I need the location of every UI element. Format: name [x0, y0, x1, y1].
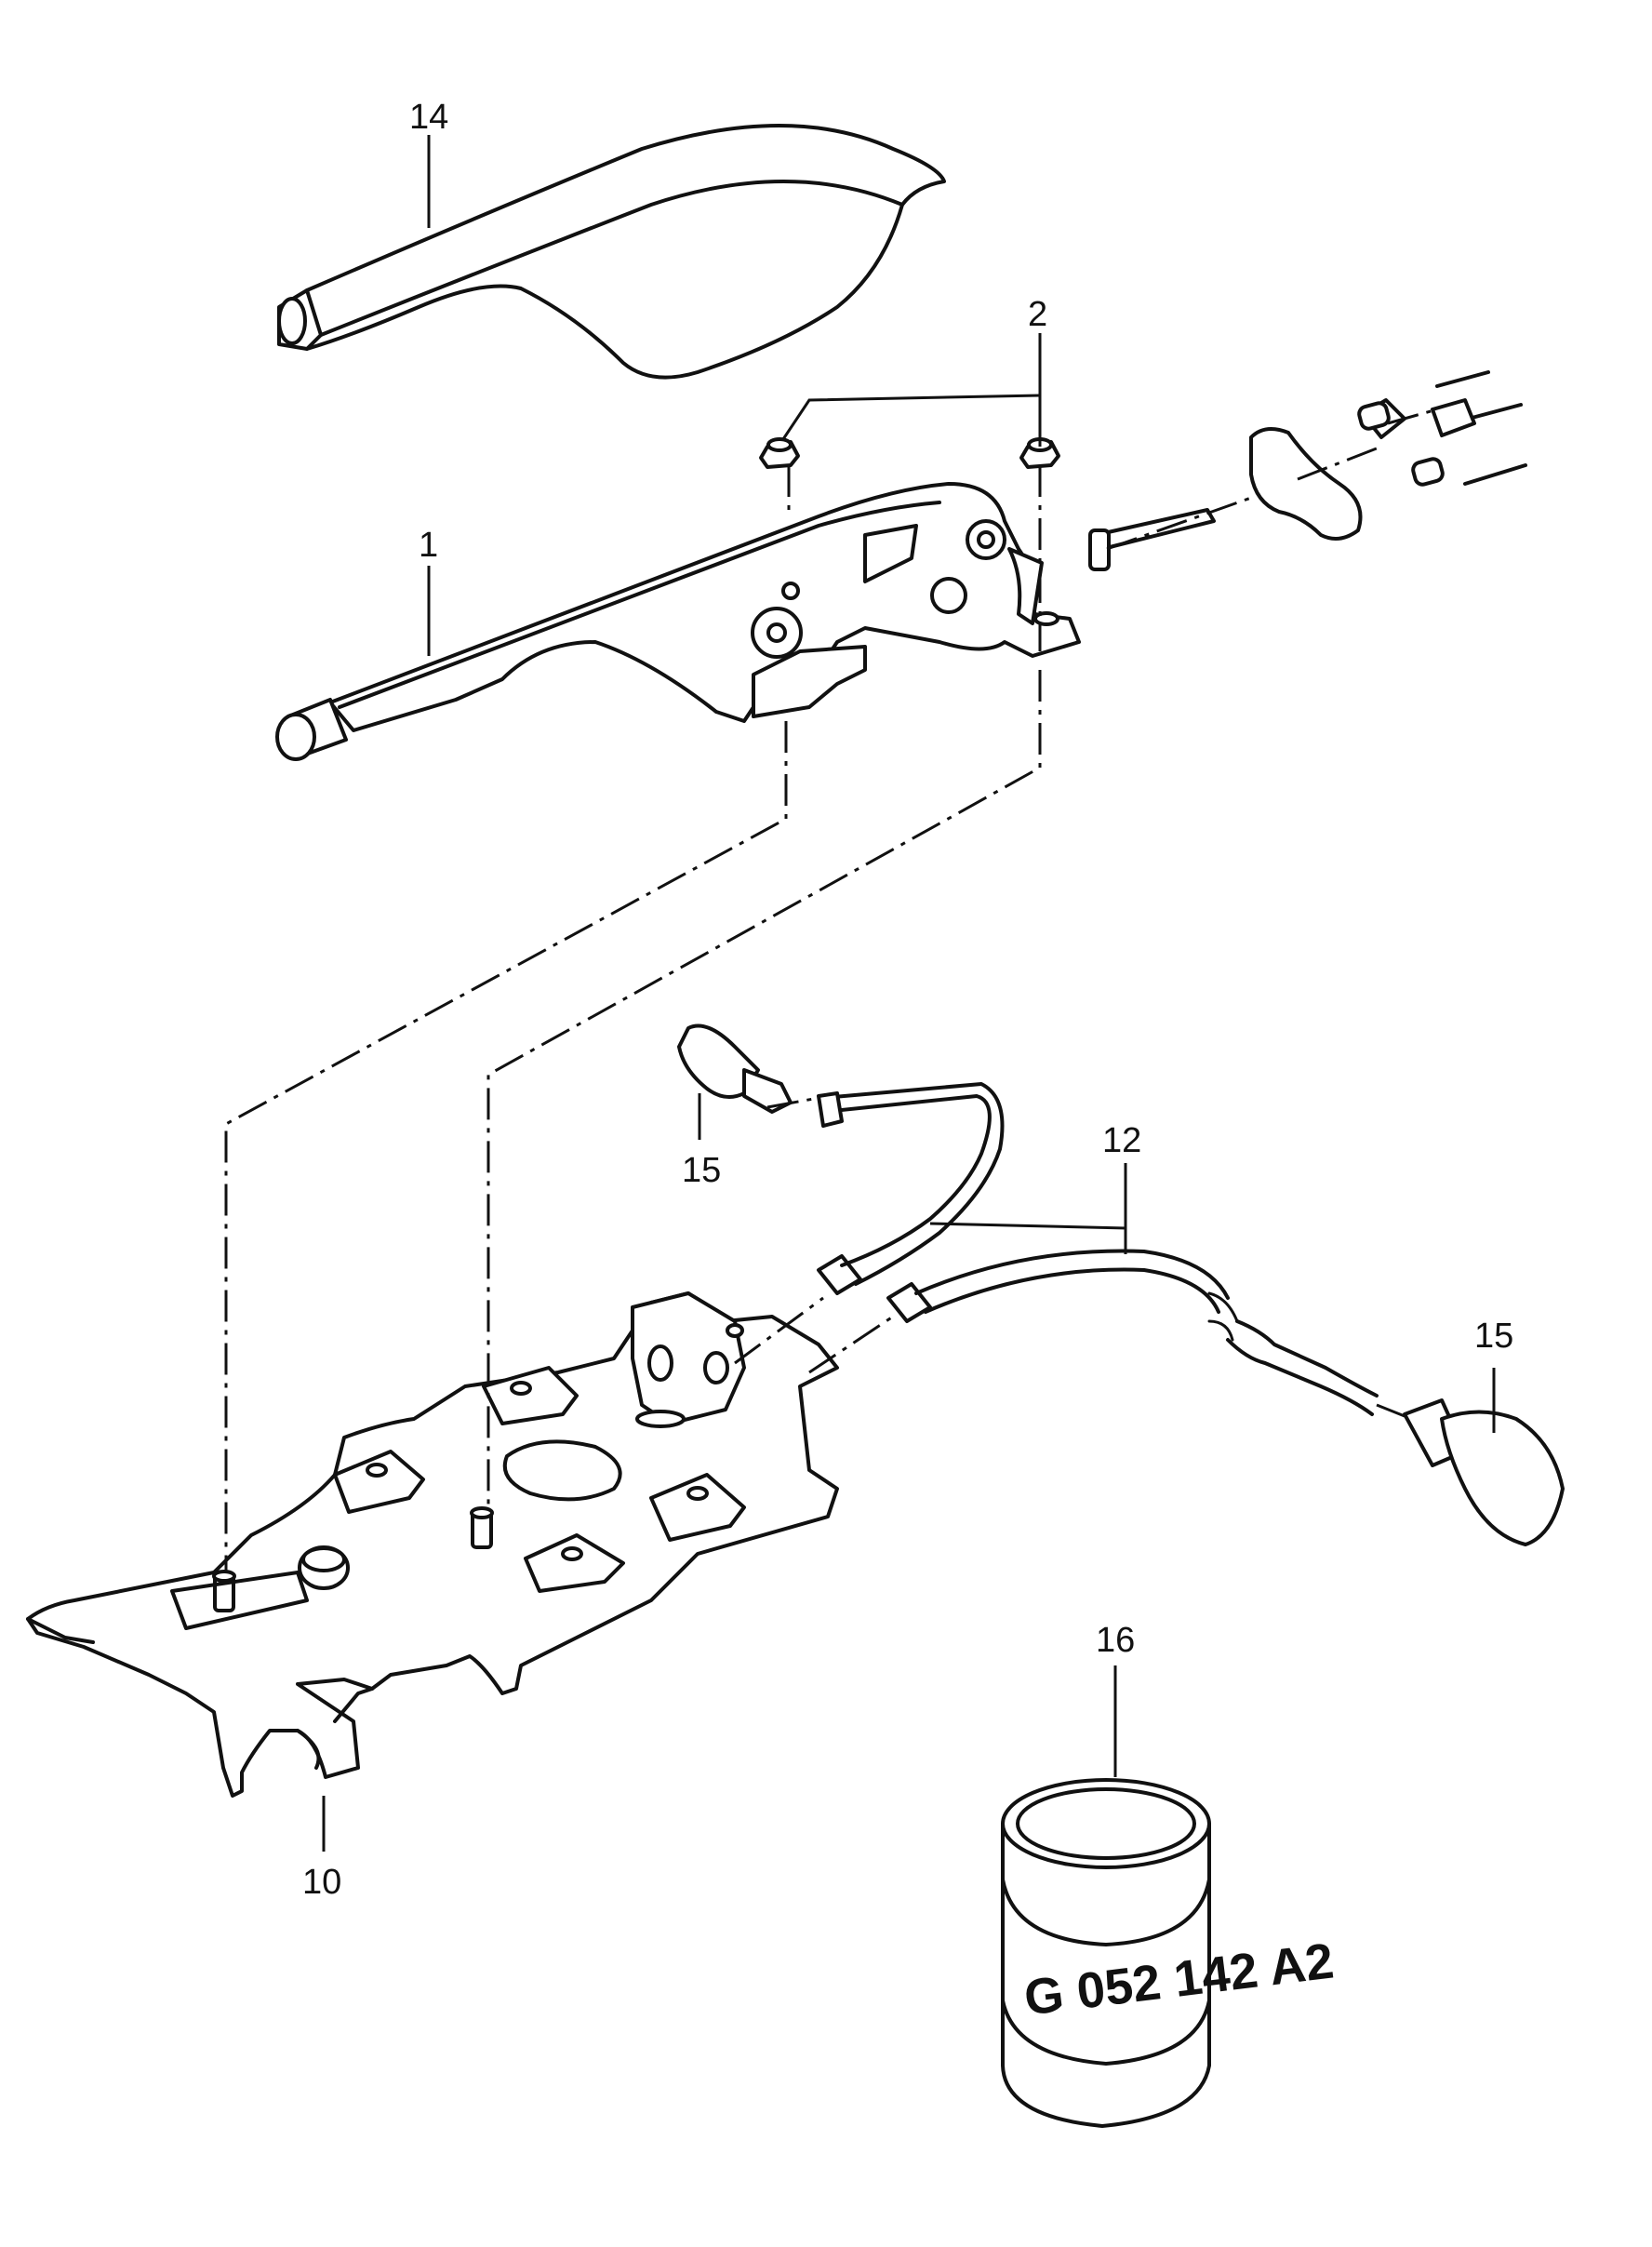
part-1-handbrake-lever	[275, 482, 1081, 761]
callout-14: 14	[409, 98, 448, 137]
callout-15-right: 15	[1474, 1317, 1513, 1356]
part-2-nuts	[759, 437, 1060, 469]
assembly-lines	[224, 408, 1438, 1572]
callout-15-top: 15	[682, 1151, 721, 1190]
part-14-handle-cover	[277, 124, 946, 380]
callout-labels: 14 2 1 15 12 15 16 10	[302, 98, 1513, 1902]
cable-linkage-parts	[1088, 370, 1527, 571]
callout-16: 16	[1096, 1621, 1135, 1660]
callout-1: 1	[419, 526, 438, 565]
callout-2: 2	[1028, 295, 1047, 334]
leader-lines	[322, 135, 1496, 1852]
callout-12: 12	[1102, 1121, 1141, 1160]
callout-10: 10	[302, 1863, 341, 1902]
part-16-grease-can: G 052 142 A2	[1001, 1778, 1337, 2128]
part-12-cables	[817, 1082, 1379, 1416]
part-15-cable-end-right	[1403, 1398, 1565, 1546]
part-10-mounting-bracket	[26, 1291, 839, 1798]
part-15-cable-end-top	[677, 1023, 844, 1128]
